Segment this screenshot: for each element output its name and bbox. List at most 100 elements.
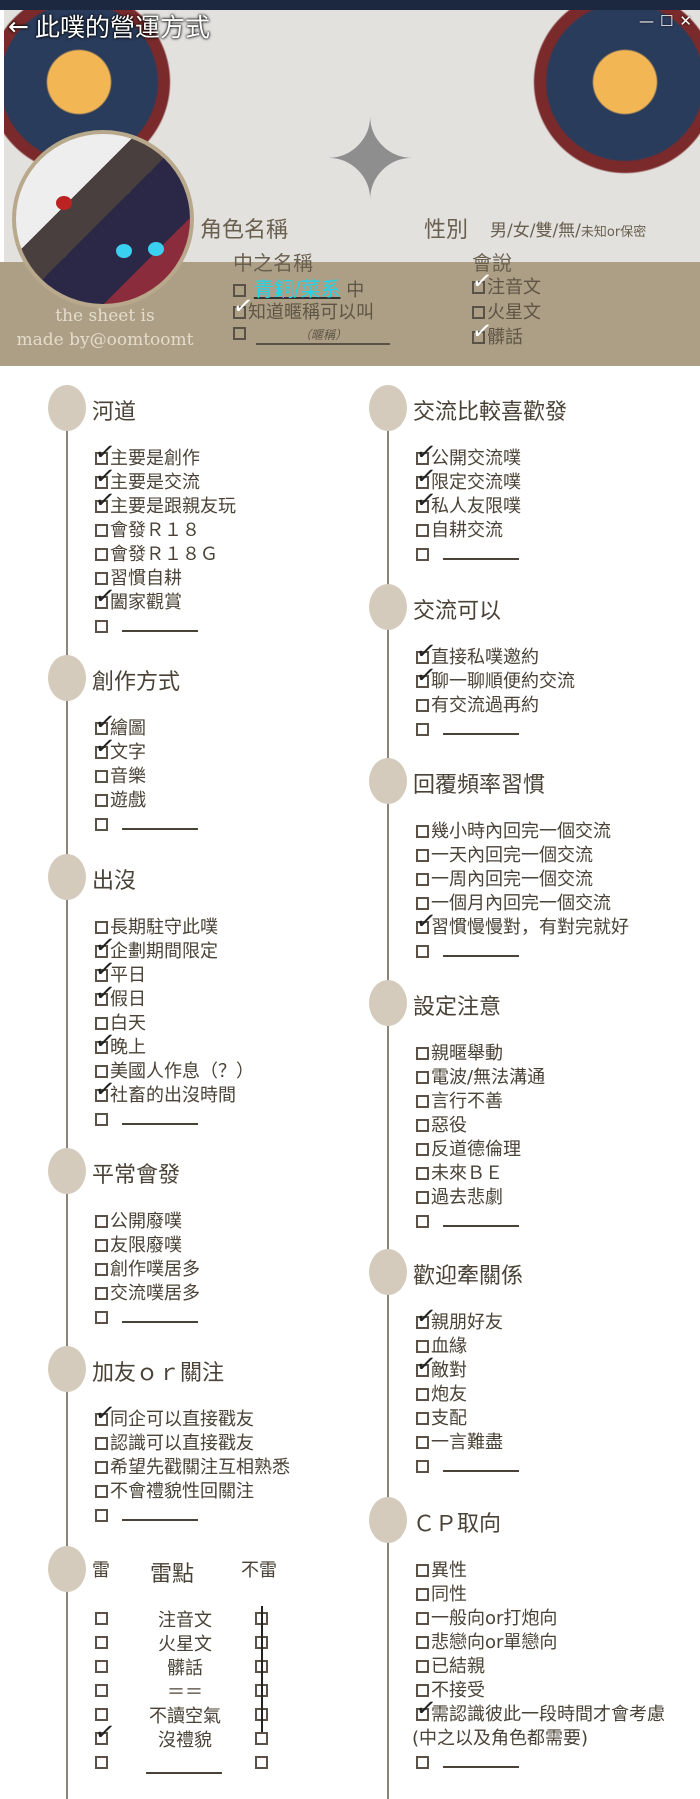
checkbox[interactable] bbox=[95, 1113, 108, 1126]
checkbox[interactable] bbox=[95, 770, 108, 783]
checkbox-checked[interactable]: ✓ bbox=[93, 581, 117, 612]
checklist-item[interactable]: 一個月內回完一個交流 bbox=[416, 892, 611, 916]
checkbox-checked[interactable]: ✓ bbox=[93, 461, 117, 492]
dislike-checkbox-cell[interactable] bbox=[95, 1704, 110, 1725]
checkbox[interactable] bbox=[416, 524, 429, 537]
checkbox-checked[interactable]: ✓ bbox=[414, 461, 438, 492]
checklist-item[interactable]: 會發Ｒ１８Ｇ bbox=[95, 543, 218, 567]
checkbox[interactable] bbox=[416, 1215, 429, 1228]
ok-checkbox-cell[interactable] bbox=[255, 1654, 270, 1684]
dislike-checkbox-cell[interactable]: ✓ bbox=[93, 1717, 117, 1749]
checkbox-checked[interactable]: ✓ bbox=[93, 731, 117, 762]
checkbox-checked[interactable]: ✓ bbox=[414, 906, 438, 937]
checkbox[interactable] bbox=[255, 1756, 268, 1769]
checkbox[interactable] bbox=[416, 1167, 429, 1180]
checklist-item[interactable]: 悲戀向or單戀向 bbox=[416, 1631, 557, 1655]
checkbox[interactable] bbox=[416, 1119, 429, 1132]
checklist-item[interactable]: 反道德倫理 bbox=[416, 1138, 521, 1162]
ok-checkbox-cell[interactable] bbox=[255, 1702, 270, 1732]
checklist-item[interactable]: ✓社畜的出沒時間 bbox=[93, 1074, 236, 1108]
checkbox[interactable] bbox=[416, 1660, 429, 1673]
checkbox-checked[interactable]: ✓ bbox=[93, 1398, 117, 1429]
checklist-item[interactable]: 自耕交流 bbox=[416, 519, 503, 543]
checklist-item[interactable]: 不接受 bbox=[416, 1679, 485, 1703]
checkbox[interactable] bbox=[95, 524, 108, 537]
checkbox[interactable] bbox=[416, 1388, 429, 1401]
checkbox[interactable] bbox=[416, 1191, 429, 1204]
checklist-item[interactable]: ✓主要是交流 bbox=[93, 461, 200, 495]
checkbox[interactable] bbox=[416, 723, 429, 736]
checkbox[interactable] bbox=[416, 1460, 429, 1473]
blank-option[interactable] bbox=[95, 1108, 198, 1132]
checklist-item[interactable]: ✓親朋好友 bbox=[414, 1301, 503, 1335]
dislike-checkbox-cell[interactable] bbox=[95, 1632, 110, 1653]
checkbox-checked[interactable]: ✓ bbox=[93, 978, 117, 1009]
checkbox[interactable] bbox=[95, 794, 108, 807]
blank-option[interactable] bbox=[95, 615, 198, 639]
checkbox[interactable] bbox=[95, 1239, 108, 1252]
checklist-item[interactable]: 遊戲 bbox=[95, 789, 146, 813]
dislike-checkbox-cell[interactable] bbox=[95, 1656, 110, 1677]
checkbox-checked[interactable]: ✓ bbox=[93, 1717, 117, 1748]
checklist-item[interactable]: 已結親 bbox=[416, 1655, 485, 1679]
checkbox[interactable] bbox=[416, 1412, 429, 1425]
checklist-item[interactable]: ✓假日 bbox=[93, 978, 146, 1012]
blank-option[interactable] bbox=[416, 1210, 519, 1234]
checkbox-checked[interactable]: ✓ bbox=[93, 954, 117, 985]
checkbox-checked[interactable]: ✓ bbox=[231, 291, 255, 322]
checkbox[interactable] bbox=[416, 849, 429, 862]
checklist-item[interactable]: 友限廢噗 bbox=[95, 1234, 182, 1258]
checkbox-checked[interactable]: ✓ bbox=[414, 1693, 438, 1724]
checklist-item[interactable]: ✓晚上 bbox=[93, 1026, 146, 1060]
checklist-item[interactable]: 會發Ｒ１８ bbox=[95, 519, 200, 543]
checklist-item[interactable]: 習慣自耕 bbox=[95, 567, 182, 591]
blank-option[interactable] bbox=[95, 813, 198, 837]
checklist-item[interactable]: ✓習慣慢慢對，有對完就好 bbox=[414, 906, 629, 940]
checklist-item[interactable]: ✓闔家觀賞 bbox=[93, 581, 182, 615]
checkbox[interactable] bbox=[95, 1065, 108, 1078]
ok-checkbox-cell[interactable] bbox=[255, 1728, 270, 1749]
checkbox-checked[interactable]: ✓ bbox=[93, 437, 117, 468]
checkbox-checked[interactable]: ✓ bbox=[414, 437, 438, 468]
checklist-item[interactable]: 一周內回完一個交流 bbox=[416, 868, 593, 892]
checkbox[interactable] bbox=[416, 1143, 429, 1156]
checkbox[interactable] bbox=[95, 1215, 108, 1228]
checkbox[interactable] bbox=[416, 1564, 429, 1577]
checklist-item[interactable]: ✓聊一聊順便約交流 bbox=[414, 660, 575, 694]
checklist-item[interactable]: 音樂 bbox=[95, 765, 146, 789]
checkbox-checked[interactable]: ✓ bbox=[93, 1026, 117, 1057]
dislike-checkbox-cell[interactable] bbox=[95, 1608, 110, 1629]
checklist-item[interactable]: ✓敵對 bbox=[414, 1349, 467, 1383]
checklist-item[interactable]: ✓公開交流噗 bbox=[414, 437, 521, 471]
close-icon[interactable]: ✕ bbox=[679, 12, 692, 30]
checkbox[interactable] bbox=[95, 1684, 108, 1697]
checklist-item[interactable]: 血緣 bbox=[416, 1335, 467, 1359]
checklist-item[interactable]: 親暱舉動 bbox=[416, 1042, 503, 1066]
checkbox-checked[interactable]: ✓ bbox=[93, 707, 117, 738]
checkbox-checked[interactable]: ✓ bbox=[93, 930, 117, 961]
checklist-item[interactable]: ✓私人友限噗 bbox=[414, 485, 521, 519]
checklist-item[interactable]: 惡役 bbox=[416, 1114, 467, 1138]
checklist-item[interactable]: 美國人作息（？） bbox=[95, 1060, 254, 1084]
checkbox[interactable] bbox=[95, 572, 108, 585]
checkbox[interactable] bbox=[416, 548, 429, 561]
checkbox[interactable] bbox=[416, 1756, 429, 1769]
checkbox[interactable] bbox=[95, 1708, 108, 1721]
checklist-item[interactable]: 幾小時內回完一個交流 bbox=[416, 820, 611, 844]
checklist-item[interactable]: ✓同企可以直接戳友 bbox=[93, 1398, 254, 1432]
blank-option[interactable] bbox=[416, 543, 519, 567]
dislike-checkbox-cell[interactable] bbox=[95, 1752, 110, 1773]
checkbox-checked[interactable] bbox=[255, 1702, 268, 1732]
checkbox[interactable] bbox=[95, 1287, 108, 1300]
checkbox-checked[interactable] bbox=[255, 1678, 268, 1708]
checkbox-checked[interactable]: ✓ bbox=[414, 485, 438, 516]
checkbox-checked[interactable]: ✓ bbox=[414, 660, 438, 691]
checkbox[interactable] bbox=[95, 1660, 108, 1673]
checklist-item[interactable]: 一天內回完一個交流 bbox=[416, 844, 593, 868]
checkbox[interactable] bbox=[472, 306, 485, 319]
checkbox[interactable] bbox=[95, 1636, 108, 1649]
checklist-item[interactable]: 公開廢噗 bbox=[95, 1210, 182, 1234]
checkbox[interactable] bbox=[95, 1017, 108, 1030]
checklist-item[interactable]: 有交流過再約 bbox=[416, 694, 539, 718]
checklist-item[interactable]: 交流噗居多 bbox=[95, 1282, 200, 1306]
